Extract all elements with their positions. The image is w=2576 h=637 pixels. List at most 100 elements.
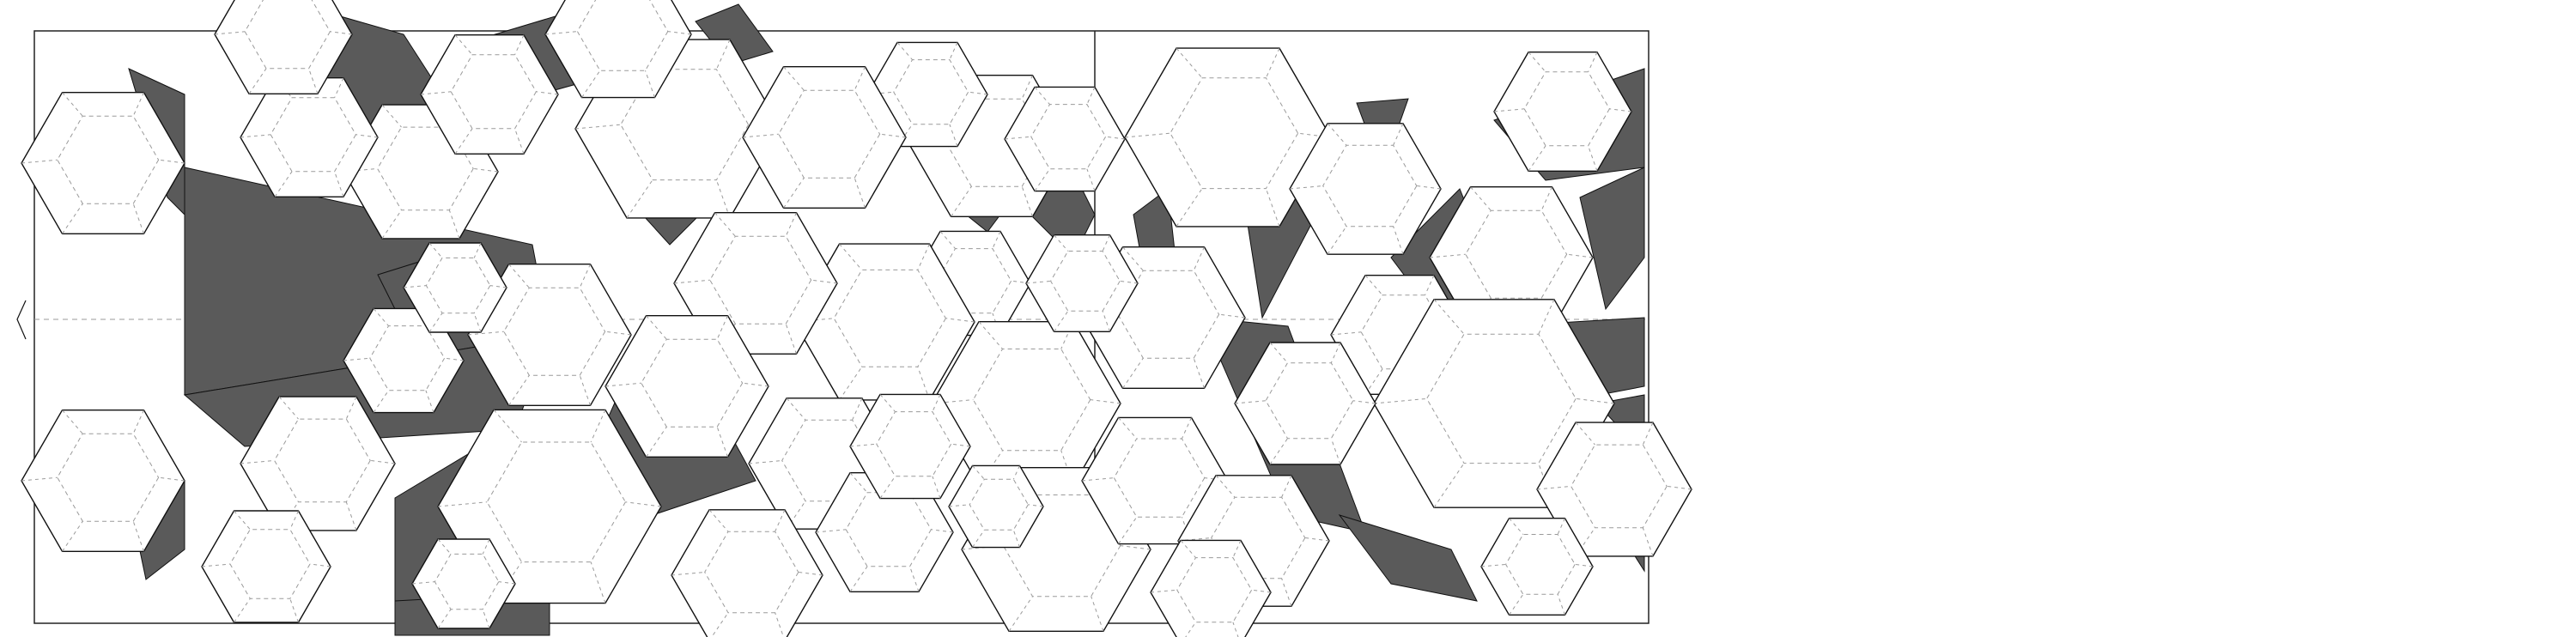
hexagon-spoke (1251, 589, 1272, 593)
hexagon-spoke (854, 178, 866, 209)
hexagon-spoke (1054, 311, 1069, 332)
hexagon-spoke (1124, 132, 1170, 138)
hexagon-spoke (896, 124, 913, 147)
hexagon-spoke (909, 566, 920, 592)
hexagon-spoke (714, 212, 736, 237)
hexagon-spoke (370, 459, 396, 464)
hexagon-spoke (708, 509, 729, 532)
hexagon-spoke (1327, 226, 1347, 255)
hexagon-spoke (579, 375, 591, 406)
hexagon-spoke (1012, 465, 1020, 480)
hexagon-spoke (978, 321, 1003, 349)
hexagon-spoke (214, 31, 246, 35)
hexagon-cell-40 (21, 410, 185, 552)
hexagon-spoke (473, 242, 482, 258)
hexagon-spoke (1667, 485, 1692, 490)
hexagon-spoke (373, 390, 389, 413)
hexagon-spoke (62, 203, 83, 234)
hexagon-spoke (132, 521, 144, 552)
hexagon-spoke (498, 581, 516, 585)
hexagon-spoke (1060, 321, 1074, 349)
hexagon-spoke (716, 427, 728, 458)
hexagon-inner-dashed (876, 411, 952, 477)
hexagon-spoke (917, 243, 930, 270)
hexagon-spoke (785, 324, 797, 355)
hexagon-spoke (428, 242, 443, 258)
left-edge-chevron (16, 300, 27, 340)
hexagon-spoke (21, 159, 58, 164)
hexagon-spoke (1086, 87, 1096, 105)
hexagon-spoke (673, 279, 710, 284)
hexagon-cell-15 (1373, 299, 1615, 508)
hexagon-spoke (1234, 400, 1267, 404)
hexagon-spoke (574, 124, 621, 130)
hexagon-spoke (866, 91, 894, 95)
hexagon-spoke (1215, 475, 1236, 498)
hexagon-spoke (811, 279, 838, 284)
hexagon-cell-33 (201, 510, 331, 623)
hexagon-spoke (544, 31, 578, 35)
hexagon-spoke (1028, 504, 1044, 507)
hexagon-spoke (1060, 450, 1074, 486)
hexagon-inner-dashed (945, 98, 1048, 187)
hexagon-spoke (879, 476, 896, 499)
hexagon-spoke (448, 209, 460, 240)
hexagon-spoke (579, 264, 591, 288)
hexagon-spoke (1021, 186, 1033, 217)
hexagon-spoke (1269, 438, 1288, 465)
hexagon-cell-34 (849, 393, 971, 500)
hexagon-spoke (783, 177, 805, 209)
hexagon-inner-dashed (1170, 77, 1299, 190)
hexagon-spoke (1232, 540, 1242, 558)
hexagon-spoke (508, 264, 530, 288)
hexagon-spoke (1470, 186, 1492, 211)
hexagon-spoke (1012, 530, 1020, 548)
hexagon-inner-dashed (57, 115, 160, 204)
hexagon-spoke (343, 357, 370, 361)
hexagon-spoke (1393, 226, 1404, 255)
hexagon-spoke (949, 42, 958, 60)
hexagon-inner-dashed (503, 287, 606, 376)
hexagon-spoke (1118, 417, 1138, 440)
hexagon-spoke (489, 285, 507, 288)
hexagon-cell-32 (240, 396, 396, 531)
hexagon-spoke (1122, 357, 1144, 389)
hexagon-spoke (444, 357, 465, 361)
hexagon-spoke (951, 443, 971, 447)
hexagon-spoke (1536, 485, 1571, 490)
hexagon-spoke (879, 133, 907, 138)
hexagon-inner-dashed (1176, 557, 1253, 623)
hexagon-spoke (248, 68, 267, 94)
hexagon-spoke (646, 315, 667, 340)
hexagon-spoke (437, 501, 488, 507)
hexagon-spoke (508, 374, 530, 406)
hexagon-spoke (62, 410, 83, 434)
hexagon-spoke (1105, 136, 1126, 140)
hexagon-cells (21, 0, 1692, 637)
hexagon-spoke (482, 609, 490, 629)
hexagon-spoke (1265, 47, 1280, 79)
hexagon-spoke (1281, 578, 1292, 607)
hexagon-spoke (1122, 246, 1144, 271)
hexagon-cell-7 (1004, 86, 1126, 192)
hexagon-spoke (1004, 136, 1031, 140)
hexagon-spoke (1150, 589, 1177, 593)
hexagon-cell-43 (403, 242, 507, 333)
hexagon-inner-dashed (641, 338, 744, 428)
hexagon-spoke (1185, 622, 1196, 637)
hexagon-spoke (482, 538, 490, 555)
hexagon-spoke (932, 394, 941, 412)
hexagon-cell-39 (21, 91, 185, 234)
hexagon-spoke (473, 167, 499, 173)
hexagon-cell-36 (1234, 342, 1376, 465)
hexagon-spoke (1575, 422, 1595, 446)
hexagon-spoke (345, 501, 357, 531)
hexagon-spoke (158, 159, 185, 164)
hexagon-spoke (289, 598, 299, 623)
hexagon-spoke (1575, 527, 1595, 557)
hexagon-spoke (748, 460, 782, 464)
hexagon-spoke (1330, 331, 1362, 336)
hexagon-spoke (1509, 594, 1524, 616)
hexagon-spoke (590, 410, 606, 443)
